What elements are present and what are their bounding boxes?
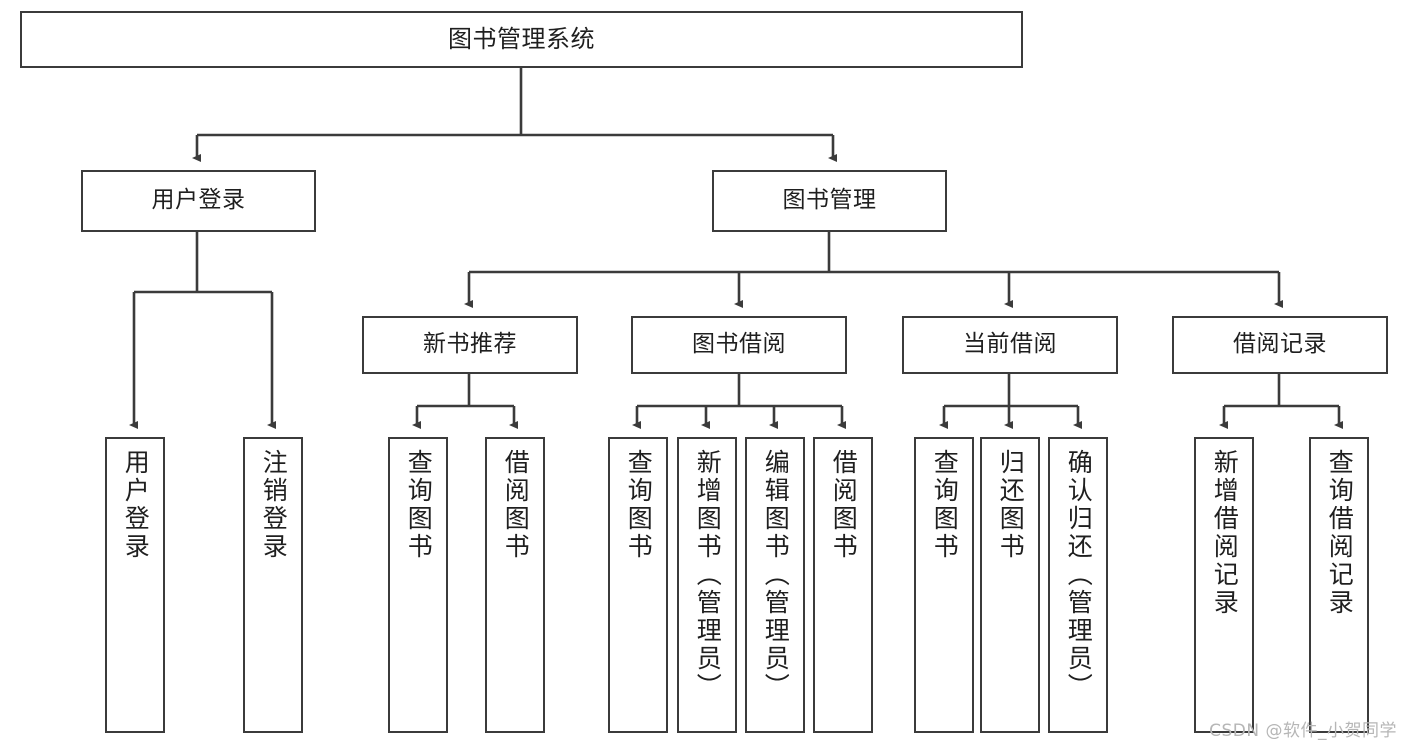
- node-label: 归还图书: [996, 449, 1026, 561]
- node-leaf-query-borrow-record[interactable]: 查询借阅记录: [1309, 437, 1369, 733]
- node-label: 注销登录: [259, 449, 289, 561]
- node-leaf-confirm-return-admin[interactable]: 确认归还（管理员）: [1048, 437, 1108, 733]
- node-leaf-add-borrow-record[interactable]: 新增借阅记录: [1194, 437, 1254, 733]
- node-root-system[interactable]: 图书管理系统: [20, 11, 1023, 68]
- node-label: 查询借阅记录: [1325, 449, 1355, 617]
- node-label: 查询图书: [624, 449, 654, 561]
- node-current-borrow[interactable]: 当前借阅: [902, 316, 1118, 374]
- node-leaf-edit-book-admin[interactable]: 编辑图书（管理员）: [745, 437, 805, 733]
- node-leaf-logout-login[interactable]: 注销登录: [243, 437, 303, 733]
- node-user-login[interactable]: 用户登录: [81, 170, 316, 232]
- node-leaf-user-login[interactable]: 用户登录: [105, 437, 165, 733]
- node-label: 图书管理: [782, 187, 877, 214]
- node-label: 图书借阅: [692, 331, 786, 358]
- node-label: 借阅图书: [501, 449, 531, 561]
- node-label: 当前借阅: [963, 331, 1057, 358]
- node-leaf-return-book[interactable]: 归还图书: [980, 437, 1040, 733]
- node-label: 确认归还（管理员）: [1064, 449, 1094, 701]
- node-label: 借阅图书: [829, 449, 859, 561]
- node-label: 用户登录: [121, 449, 151, 561]
- node-label: 图书管理系统: [448, 25, 595, 54]
- node-label: 借阅记录: [1233, 331, 1327, 358]
- node-leaf-query-book-1[interactable]: 查询图书: [388, 437, 448, 733]
- node-borrow-record[interactable]: 借阅记录: [1172, 316, 1388, 374]
- node-book-borrow[interactable]: 图书借阅: [631, 316, 847, 374]
- node-label: 用户登录: [151, 187, 246, 214]
- watermark-text: CSDN @软件_小贺同学: [1209, 721, 1397, 741]
- node-label: 新增借阅记录: [1210, 449, 1240, 617]
- node-label: 查询图书: [404, 449, 434, 561]
- node-book-management[interactable]: 图书管理: [712, 170, 947, 232]
- node-leaf-borrow-book-1[interactable]: 借阅图书: [485, 437, 545, 733]
- node-leaf-borrow-book-2[interactable]: 借阅图书: [813, 437, 873, 733]
- node-label: 查询图书: [930, 449, 960, 561]
- node-leaf-query-book-3[interactable]: 查询图书: [914, 437, 974, 733]
- node-label: 新增图书（管理员）: [693, 449, 723, 701]
- node-new-book-recommend[interactable]: 新书推荐: [362, 316, 578, 374]
- node-leaf-query-book-2[interactable]: 查询图书: [608, 437, 668, 733]
- node-label: 新书推荐: [423, 331, 517, 358]
- node-leaf-add-book-admin[interactable]: 新增图书（管理员）: [677, 437, 737, 733]
- node-label: 编辑图书（管理员）: [761, 449, 791, 701]
